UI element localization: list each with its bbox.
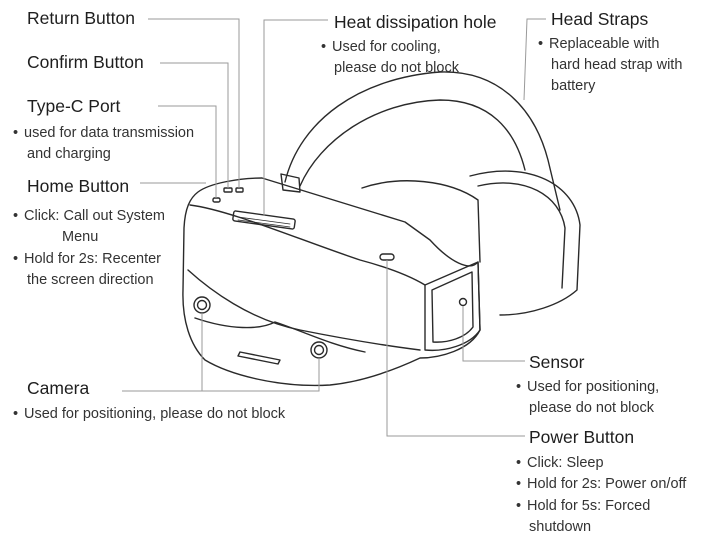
leader-power-button xyxy=(386,260,525,437)
home-button-label: Home Button xyxy=(27,176,130,196)
camera-left xyxy=(193,296,211,314)
leader-confirm-button xyxy=(160,62,229,188)
power-button-desc-2: •Hold for 2s: Power on/off xyxy=(516,476,687,492)
leader-head-straps xyxy=(523,18,546,101)
sensor-label: Sensor xyxy=(529,352,585,372)
rear-strap-inner xyxy=(477,182,566,289)
camera-desc-1: •Used for positioning, please do not blo… xyxy=(13,406,286,422)
bottom-slot xyxy=(237,351,281,365)
power-button-desc-1: •Click: Sleep xyxy=(516,455,604,471)
leader-camera xyxy=(122,313,203,392)
power-button-shape xyxy=(379,253,395,261)
type-c-port-shape xyxy=(212,197,221,203)
sensor-desc-2: please do not block xyxy=(529,400,654,416)
heat-hole-desc-1: •Used for cooling, xyxy=(321,39,441,55)
confirm-button-label: Confirm Button xyxy=(27,52,144,72)
confirm-button-shape xyxy=(223,187,233,193)
type-c-port-desc-2: and charging xyxy=(27,146,111,162)
leader-return-button xyxy=(148,18,240,188)
leader-type-c-port xyxy=(158,105,217,198)
rear-strap xyxy=(469,170,581,316)
heat-dissipation-grille xyxy=(232,210,296,230)
home-button-desc-4: the screen direction xyxy=(27,272,154,288)
leader-heat-hole xyxy=(263,19,328,216)
type-c-port-label: Type-C Port xyxy=(27,96,121,116)
front-face-curve xyxy=(187,269,421,351)
leader-lines xyxy=(122,18,546,437)
home-button-desc-3: •Hold for 2s: Recenter xyxy=(13,251,162,267)
head-straps-desc-2: hard head strap with xyxy=(551,57,683,73)
return-button-shape xyxy=(235,187,244,193)
heat-hole-desc-2: please do not block xyxy=(334,60,459,76)
sensor-shape xyxy=(458,297,468,307)
leader-sensor xyxy=(462,306,525,362)
heat-hole-label: Heat dissipation hole xyxy=(334,12,497,32)
return-button-label: Return Button xyxy=(27,8,135,28)
headset-body xyxy=(182,177,481,387)
headset-illustration xyxy=(182,71,581,387)
faceplate-top-edge xyxy=(189,204,426,286)
head-straps-desc-3: battery xyxy=(551,78,596,94)
power-button-desc-3: •Hold for 5s: Forced xyxy=(516,498,651,514)
side-strap xyxy=(361,180,481,263)
head-strap-top xyxy=(284,71,561,211)
home-button-desc-1: •Click: Call out System xyxy=(13,208,166,224)
power-button-desc-4: shutdown xyxy=(529,519,592,535)
camera-label: Camera xyxy=(27,378,90,398)
head-straps-label: Head Straps xyxy=(551,9,649,29)
front-bottom-curve xyxy=(194,317,366,353)
head-strap-top-inner xyxy=(299,99,526,187)
head-straps-desc-1: •Replaceable with xyxy=(538,36,660,52)
type-c-port-desc-1: •used for data transmission xyxy=(13,125,195,141)
side-panel xyxy=(424,261,481,352)
home-button-desc-2: Menu xyxy=(62,229,99,245)
sensor-desc-1: •Used for positioning, xyxy=(516,379,660,395)
power-button-label: Power Button xyxy=(529,427,635,447)
camera-right xyxy=(310,341,328,359)
side-panel-inner xyxy=(431,271,474,343)
